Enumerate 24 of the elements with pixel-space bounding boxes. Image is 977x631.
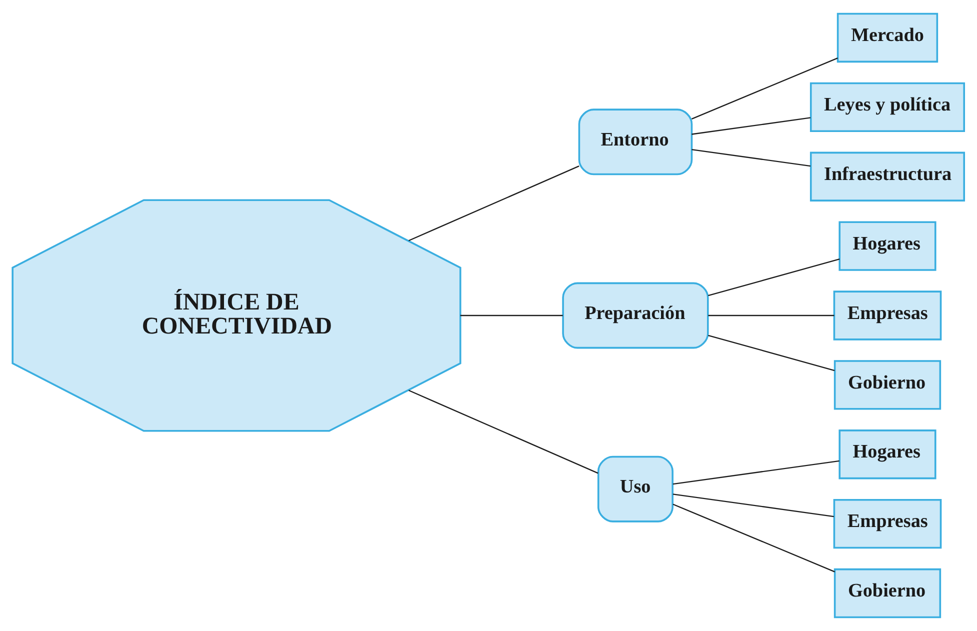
node-box: Entorno [578, 108, 693, 176]
node-box: Gobierno [834, 360, 942, 410]
connector [460, 314, 563, 316]
node-box: Empresas [833, 290, 942, 340]
node-box: Leyes y política [810, 82, 966, 132]
node-box: Hogares [838, 430, 936, 480]
connector [708, 334, 835, 372]
node-box: Preparación [562, 282, 709, 349]
connector [672, 460, 840, 485]
connector [672, 494, 834, 518]
node-box: Hogares [838, 221, 936, 271]
connector [692, 148, 811, 167]
connector [672, 504, 835, 572]
connector [708, 314, 834, 316]
connector [692, 117, 811, 135]
connector [692, 57, 838, 120]
node-box: Uso [597, 456, 674, 522]
node-box: Infraestructura [810, 152, 966, 202]
connector [408, 390, 598, 474]
connector [408, 166, 580, 242]
node-box: Mercado [836, 12, 938, 63]
connector [708, 258, 840, 296]
node-box: Gobierno [834, 568, 942, 618]
node-box: Empresas [833, 498, 942, 549]
